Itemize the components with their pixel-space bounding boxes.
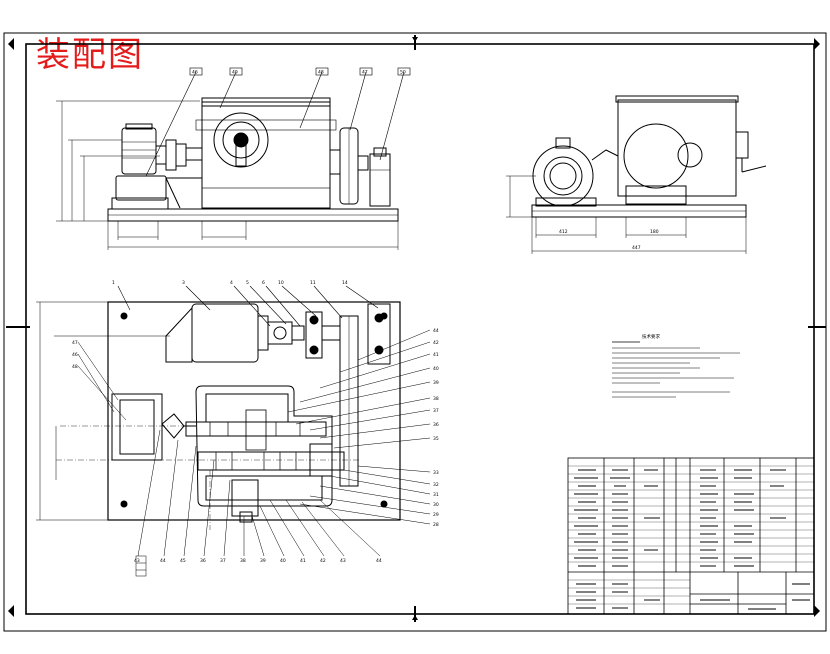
svg-text:41: 41 <box>433 352 439 358</box>
svg-text:41: 41 <box>300 558 306 564</box>
svg-text:36: 36 <box>433 422 439 428</box>
svg-text:46: 46 <box>72 352 78 358</box>
svg-text:42: 42 <box>320 558 326 564</box>
svg-text:37: 37 <box>220 558 226 564</box>
svg-text:44: 44 <box>376 558 382 564</box>
svg-text:39: 39 <box>260 558 266 564</box>
svg-text:46: 46 <box>192 70 198 76</box>
svg-text:47: 47 <box>72 340 78 346</box>
parts-list-rows <box>568 465 814 605</box>
svg-text:10: 10 <box>278 280 284 286</box>
technical-requirements <box>612 341 740 398</box>
front-balloon-labels: 46 49 48 47 50 <box>192 70 406 76</box>
svg-text:38: 38 <box>433 396 439 402</box>
svg-text:48: 48 <box>318 70 324 76</box>
svg-text:37: 37 <box>433 408 439 414</box>
svg-text:38: 38 <box>240 558 246 564</box>
svg-text:44: 44 <box>433 328 439 334</box>
plan-view <box>36 285 431 557</box>
svg-text:447: 447 <box>632 245 641 251</box>
outer-border <box>3 32 827 632</box>
svg-text:32: 32 <box>433 482 439 488</box>
svg-text:39: 39 <box>433 380 439 386</box>
svg-text:31: 31 <box>433 492 439 498</box>
parts-list-entries <box>574 469 810 610</box>
front-balloons <box>189 67 411 76</box>
plan-balloons-right: 44 42 41 40 39 38 37 36 35 33 32 31 30 2… <box>433 328 439 528</box>
plan-balloons-left: 47 46 48 <box>72 340 78 370</box>
svg-text:49: 49 <box>232 70 238 76</box>
parts-list <box>567 457 815 615</box>
svg-text:30: 30 <box>433 502 439 508</box>
svg-text:180: 180 <box>650 229 659 235</box>
side-dim-labels: 412 180 447 <box>559 229 659 251</box>
svg-text:5: 5 <box>246 280 249 286</box>
svg-text:40: 40 <box>433 366 439 372</box>
svg-text:48: 48 <box>72 364 78 370</box>
bottom-left-stack <box>135 555 147 577</box>
svg-text:3: 3 <box>182 280 185 286</box>
svg-text:4: 4 <box>230 280 233 286</box>
side-view <box>506 95 767 254</box>
svg-text:43: 43 <box>134 558 140 564</box>
svg-text:29: 29 <box>433 512 439 518</box>
svg-text:14: 14 <box>342 280 348 286</box>
svg-text:1: 1 <box>112 280 115 286</box>
svg-text:36: 36 <box>200 558 206 564</box>
inner-border <box>25 43 815 615</box>
svg-text:28: 28 <box>433 522 439 528</box>
svg-text:44: 44 <box>160 558 166 564</box>
svg-text:50: 50 <box>400 70 406 76</box>
svg-text:42: 42 <box>433 340 439 346</box>
svg-text:412: 412 <box>559 229 568 235</box>
plan-balloons-bottom: 43 44 45 36 37 38 39 40 41 42 43 44 <box>134 558 382 564</box>
svg-text:35: 35 <box>433 436 439 442</box>
svg-text:47: 47 <box>362 70 368 76</box>
tech-req-title: 技术要求 <box>642 333 660 340</box>
front-view <box>56 67 411 250</box>
svg-text:11: 11 <box>310 280 316 286</box>
svg-text:6: 6 <box>262 280 265 286</box>
plan-balloons-top: 1 3 4 5 6 10 11 14 <box>112 280 348 286</box>
svg-text:43: 43 <box>340 558 346 564</box>
svg-text:45: 45 <box>180 558 186 564</box>
svg-text:33: 33 <box>433 470 439 476</box>
corner-marks <box>8 37 820 620</box>
svg-text:40: 40 <box>280 558 286 564</box>
